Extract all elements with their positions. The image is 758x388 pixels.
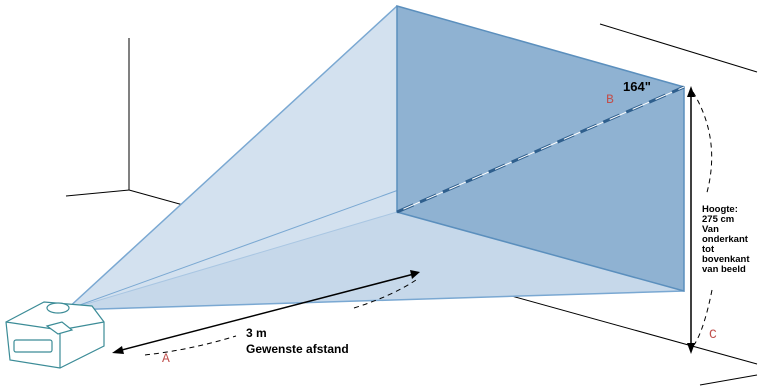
height-arrow-head-top — [687, 86, 695, 97]
diagonal-label: 164" — [623, 79, 651, 94]
letter-b: B — [606, 92, 614, 107]
height-label-line: Hoogte: — [702, 204, 738, 215]
distance-value: 3 m — [246, 326, 267, 340]
arc-a-left — [144, 335, 237, 356]
letter-a: A — [162, 351, 170, 366]
distance-arrow-head-right — [410, 270, 420, 279]
ceiling-wall-line — [599, 23, 758, 73]
height-label-line: bovenkant — [702, 254, 750, 265]
height-label-line: onderkant — [702, 234, 749, 245]
distance-label: Gewenste afstand — [246, 342, 349, 356]
height-label-line: van beeld — [702, 264, 746, 275]
arc-a-right — [353, 279, 417, 309]
distance-indicator — [112, 270, 420, 356]
projector-vent — [13, 339, 53, 353]
projection-screen — [396, 5, 685, 292]
beam-edge-inner — [65, 211, 398, 311]
height-arrow-head-bottom — [687, 343, 695, 354]
arc-c-upper — [692, 91, 713, 197]
height-label-line: tot — [702, 244, 715, 255]
projector-lens — [46, 302, 70, 314]
letter-c: C — [709, 327, 717, 342]
beam-bottom-face — [66, 212, 684, 310]
height-label-line: Van — [702, 224, 719, 235]
projector-panel — [45, 321, 74, 335]
height-label: Hoogte: 275 cm Van onderkant tot bovenka… — [702, 204, 750, 275]
height-indicator — [687, 86, 713, 354]
screen-diagonal-highlight — [396, 86, 685, 213]
distance-arrow-line — [117, 273, 415, 352]
beam-edge-top — [65, 5, 398, 311]
distance-arrow-head-left — [112, 346, 124, 354]
arc-c-lower — [693, 289, 713, 346]
height-label-line: 275 cm — [702, 214, 734, 225]
floor-right-line — [699, 374, 758, 386]
projector-icon — [5, 301, 105, 369]
floor-left-line — [65, 189, 130, 197]
